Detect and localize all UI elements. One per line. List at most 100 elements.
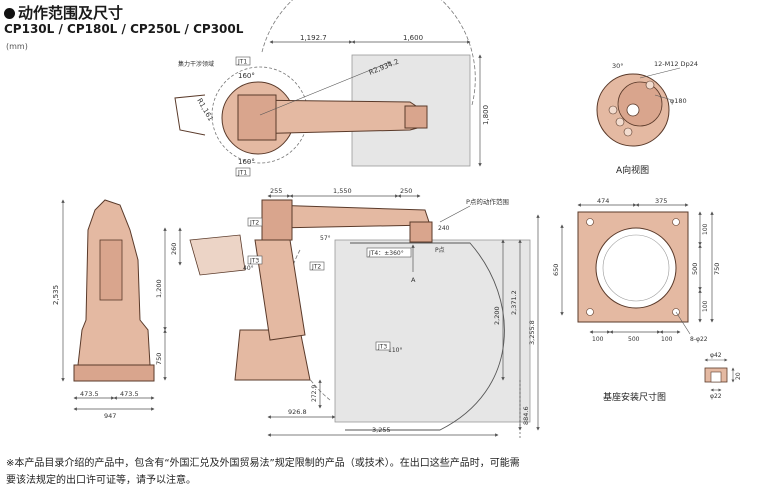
dim-label: 500 — [628, 336, 640, 343]
dim-label: 473.5 — [80, 390, 99, 398]
jt-tag — [235, 56, 251, 66]
dim-label: 3,255.8 — [528, 320, 536, 345]
a-view-hub — [617, 81, 663, 127]
dim-label: 1,550 — [333, 187, 352, 195]
dim-label: 100 — [661, 336, 673, 343]
dim-label: 100 — [702, 300, 709, 312]
front-robot-arm — [99, 239, 123, 301]
dim-label: φ180 — [670, 97, 687, 105]
top-reach-arc — [261, 0, 476, 106]
dim-label: 947 — [104, 412, 116, 420]
dim-label: R1,161 — [195, 97, 214, 123]
front-robot-base — [73, 364, 155, 382]
side-view: 255 1,550 250 260 1,200 750 2,200 2,371.… — [155, 187, 540, 440]
radius-line — [259, 61, 391, 116]
leader-line — [675, 311, 691, 335]
dim-label: 1,192.7 — [300, 34, 327, 42]
angle-label: 40° — [243, 265, 254, 272]
dim-label: 20 — [735, 372, 742, 380]
a-view-caption: A向视图 — [616, 166, 650, 176]
callout-label: 集力干涉领域 — [178, 60, 214, 68]
dim-label: φ42 — [710, 352, 722, 359]
bolt-hole — [615, 117, 625, 127]
dim-label: 884.6 — [522, 406, 530, 425]
jt-tag-label: JT2 — [311, 264, 321, 271]
view-arrow-label: A — [411, 276, 416, 284]
top-view: 1,192.7 1,600 R2,934.2 1,800 R1,161 160°… — [174, 0, 490, 177]
dim-label: φ22 — [710, 393, 722, 400]
model-list: CP130L / CP180L / CP250L / CP300L — [4, 22, 244, 36]
jt-tag — [247, 217, 263, 227]
dim-label: 260 — [170, 243, 178, 255]
dim-label: 8-φ22 — [690, 336, 708, 343]
base-view: 474 375 100 100 650 500 750 100 500 100 … — [552, 197, 742, 400]
dim-label: 500 — [691, 263, 699, 275]
front-view: 2,535 473.5 473.5 947 — [52, 199, 155, 420]
dim-label: 375 — [655, 197, 667, 205]
jt-tag — [375, 341, 391, 351]
top-robot-motor — [237, 94, 277, 141]
base-bore-inner — [602, 234, 670, 302]
dim-label: 474 — [597, 197, 609, 205]
jt4-tag — [366, 247, 412, 258]
dim-label: 2,200 — [493, 306, 501, 325]
a-view: 30° 12-M12 Dp24 φ180 — [596, 60, 698, 147]
jt-tag-label: JT3 — [377, 344, 387, 351]
dim-label: 1,800 — [482, 105, 490, 125]
jt4-tag-label: JT4：±360° — [368, 250, 404, 257]
mount-hole — [586, 308, 594, 316]
dim-label: 1,600 — [403, 34, 423, 42]
dim-label: 240 — [438, 225, 450, 232]
mount-hole — [586, 218, 594, 226]
top-robot-wrist — [404, 105, 428, 129]
base-view-caption: 基座安装尺寸图 — [603, 393, 667, 403]
unit-label: (mm) — [6, 42, 28, 51]
base-bore — [595, 227, 677, 309]
side-work-area — [334, 239, 531, 423]
dim-label: 100 — [592, 336, 604, 343]
angle-label: 160° — [238, 158, 255, 166]
dim-label: 650 — [552, 264, 560, 276]
dim-label: 100 — [702, 223, 709, 235]
top-cable — [174, 94, 206, 136]
angle-label: 30° — [612, 62, 624, 70]
bolt-hole — [623, 127, 633, 137]
a-view-center — [626, 103, 640, 117]
bolt-hole — [645, 80, 655, 90]
page-title: 动作范围及尺寸 — [4, 2, 123, 23]
dim-label: 750 — [155, 353, 163, 365]
callout-label: P点的动作范围 — [466, 197, 509, 206]
leader-line — [439, 205, 471, 223]
page-title-text: 动作范围及尺寸 — [18, 4, 124, 22]
angle-label: 110° — [388, 347, 402, 354]
side-lower-arm — [254, 239, 306, 341]
leader-line — [654, 94, 673, 101]
p-point-label: P点 — [435, 246, 445, 254]
dim-label: 926.8 — [288, 408, 307, 416]
bullet-icon — [4, 8, 15, 19]
jt-tag — [309, 261, 325, 271]
side-counterweight — [189, 234, 246, 276]
leader-line — [639, 67, 681, 79]
jt-tag-label: JT2 — [249, 220, 259, 227]
side-motor — [261, 199, 293, 241]
jt-tag-label: JT1 — [237, 59, 247, 66]
bolt-hole — [608, 105, 618, 115]
side-upper-arm — [269, 204, 431, 229]
dim-label: 255 — [270, 187, 282, 195]
jt-tag — [247, 255, 263, 265]
dim-label: 2,371.2 — [510, 290, 518, 315]
export-note: ※本产品目录介绍的产品中，包含有“外国汇兑及外国贸易法”规定限制的产品（或技术）… — [6, 458, 520, 486]
bolt-detail-hole — [710, 371, 722, 383]
jt-tag — [235, 167, 251, 177]
dim-label: 272.9 — [311, 385, 318, 402]
dim-label: 12-M12 Dp24 — [654, 60, 698, 68]
dim-label: 473.5 — [120, 390, 139, 398]
jt-tag-label: JT3 — [249, 258, 259, 265]
dim-label: 3,255 — [372, 426, 391, 434]
dim-label: 2,535 — [52, 285, 60, 305]
dim-label: 1,200 — [155, 279, 163, 298]
angle-label: 160° — [238, 72, 255, 80]
side-wrist — [409, 221, 433, 243]
